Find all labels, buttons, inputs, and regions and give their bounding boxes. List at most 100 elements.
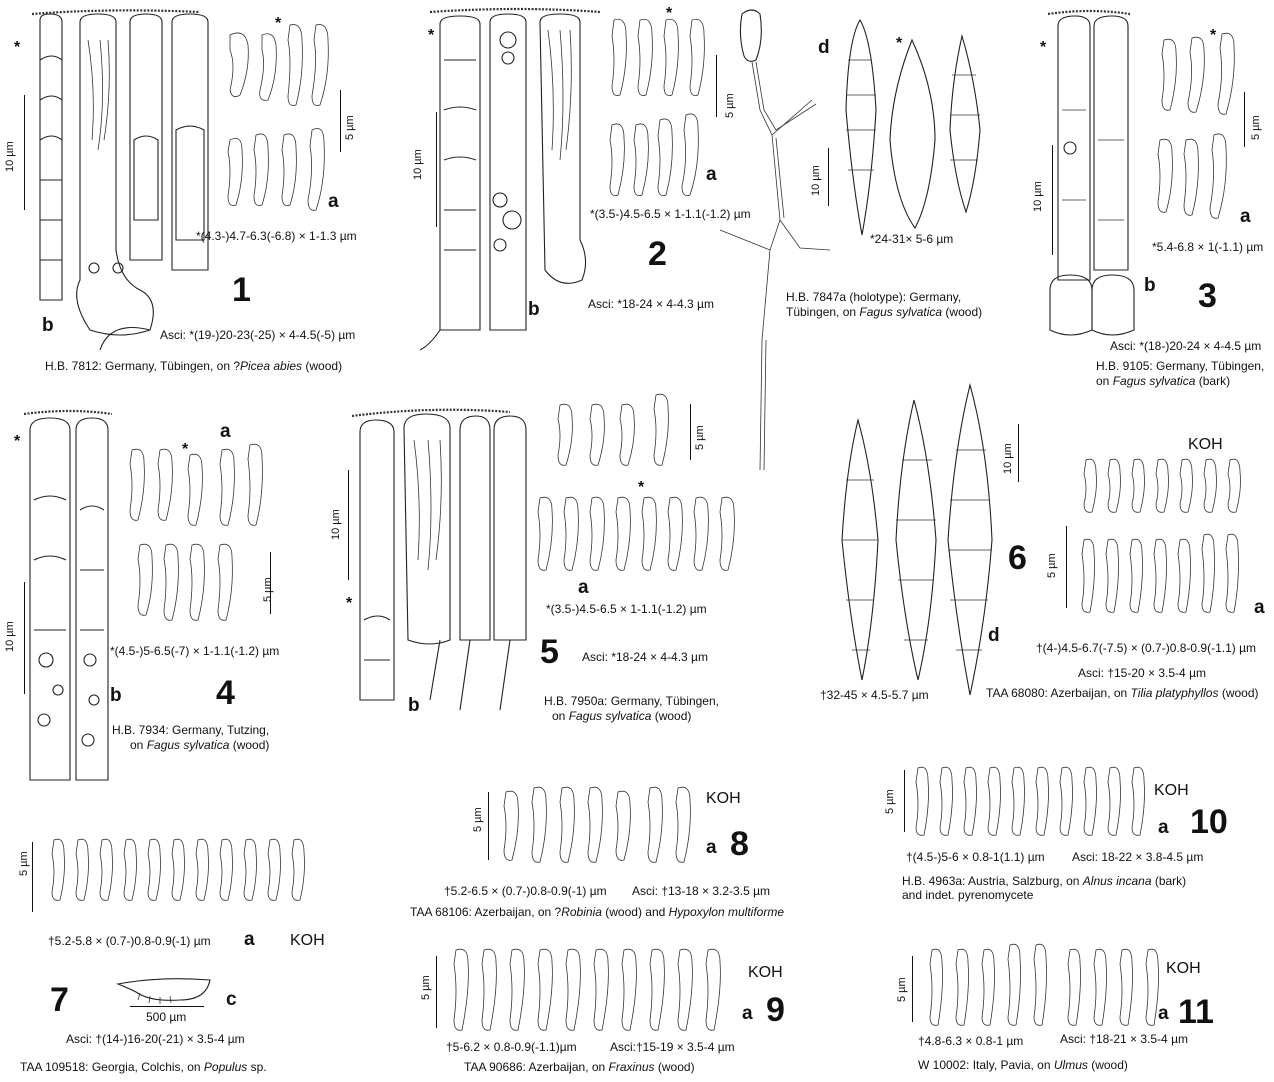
- fig5-specimen-line2: on Fagus sylvatica (wood): [552, 709, 692, 723]
- fig10-scale-bar-spores: [904, 770, 905, 832]
- fig2-specimen-line2: Tübingen, on Fagus sylvatica (wood): [786, 305, 983, 319]
- fig2-number: 2: [648, 235, 667, 273]
- fig2d-drawing: [719, 9, 981, 471]
- fig3-asci-drawing: [1047, 9, 1135, 336]
- fig8-specimen: TAA 68106: Azerbaijan, on ?Robinia (wood…: [410, 905, 784, 919]
- fig3-scale-bar-asci: [1052, 145, 1053, 255]
- fig4-scale-bar-spores: [270, 552, 271, 614]
- fig11-asci-dimensions: Asci: †18-21 × 3.5-4 µm: [1060, 1032, 1188, 1046]
- fig8-spores-drawing: [503, 786, 691, 863]
- fig2-specimen-line1: H.B. 7847a (holotype): Germany,: [786, 290, 962, 304]
- fig1-scale-label-spores: 5 µm: [344, 115, 356, 140]
- fig11-number: 11: [1178, 993, 1214, 1031]
- fig7c-scale-label: 500 µm: [146, 1010, 187, 1024]
- fig3-asterisk-spores: *: [1210, 27, 1217, 44]
- fig7-koh-label: KOH: [290, 932, 325, 949]
- fig1-asterisk-asci: *: [14, 39, 21, 56]
- fig8-number: 8: [730, 825, 749, 863]
- fig4-specimen-line1: H.B. 7934: Germany, Tutzing,: [112, 723, 270, 737]
- fig1-spore-dimensions: *(4.3-)4.7-6.3(-6.8) × 1-1.3 µm: [196, 229, 357, 243]
- fig9-number: 9: [766, 991, 785, 1029]
- fig11-spores-drawing: [929, 943, 1159, 1026]
- fig2d-asterisk: *: [896, 35, 903, 52]
- fig5-specimen-line1: H.B. 7950a: Germany, Tübingen,: [544, 694, 719, 708]
- fig8-scale-bar-spores: [488, 792, 489, 860]
- fig2-asterisk-asci: *: [428, 27, 435, 44]
- fig5-scale-label-asci: 10 µm: [330, 509, 342, 540]
- fig4-asci-drawing: [23, 409, 113, 781]
- fig1-label-a: a: [328, 191, 339, 212]
- fig7-scale-bar-spores: [32, 842, 33, 912]
- fig7c-section-drawing: [116, 978, 211, 1004]
- fig10-label-a: a: [1158, 817, 1169, 838]
- fig7-label-c: c: [226, 989, 237, 1010]
- fig1-scale-bar-spores: [340, 90, 341, 152]
- fig2d-scale-bar: [828, 148, 829, 206]
- fig7-number: 7: [50, 981, 69, 1019]
- fig6-scale-label-spores: 5 µm: [1046, 553, 1058, 578]
- fig10-asci-dimensions: Asci: 18-22 × 3.8-4.5 µm: [1072, 850, 1204, 864]
- fig6-label-d: d: [988, 625, 1000, 646]
- fig4-specimen-line2: on Fagus sylvatica (wood): [130, 738, 270, 752]
- fig2-label-d: d: [818, 37, 830, 58]
- fig6-koh-label: KOH: [1188, 436, 1223, 453]
- fig3-spores-drawing: [1157, 32, 1235, 219]
- fig2-scale-label-asci: 10 µm: [412, 149, 424, 180]
- fig11-label-a: a: [1158, 1003, 1169, 1024]
- fig1-asci-drawing: [31, 9, 209, 351]
- fig5-scale-label-spores: 5 µm: [694, 425, 706, 450]
- fig5-asci-dimensions: Asci: *18-24 × 4-4.3 µm: [582, 650, 708, 664]
- fig3-label-b: b: [1144, 275, 1156, 296]
- fig10-koh-label: KOH: [1154, 782, 1189, 799]
- fig6-asci-dimensions: Asci: †15-20 × 3.5-4 µm: [1078, 666, 1206, 680]
- fig2-asci-drawing: [419, 7, 601, 351]
- fig8-scale-label-spores: 5 µm: [472, 807, 484, 832]
- fig7-spore-dimensions: †5.2-5.8 × (0.7-)0.8-0.9(-1) µm: [48, 934, 211, 948]
- fig11-scale-bar-spores: [912, 956, 913, 1022]
- fig1-label-b: b: [42, 315, 54, 336]
- fig7-spores-drawing: [51, 838, 305, 901]
- fig6d-scale-bar: [1018, 424, 1019, 482]
- fig5-asci-drawing: [351, 408, 527, 711]
- fig5-asterisk-asci: *: [346, 595, 353, 612]
- fig2-scale-bar-spores: [716, 55, 717, 117]
- fig10-spore-dimensions: †(4.5-)5-6 × 0.8-1(1.1) µm: [906, 850, 1045, 864]
- fig6-specimen: TAA 68080: Azerbaijan, on Tilia platyphy…: [986, 686, 1259, 700]
- fig7-label-a: a: [244, 929, 255, 950]
- fig4-asterisk-spores: *: [182, 441, 189, 458]
- fig11-scale-label-spores: 5 µm: [896, 977, 908, 1002]
- fig7-asci-dimensions: Asci: †(14-)16-20(-21) × 3.5-4 µm: [66, 1032, 245, 1046]
- fig9-spore-dimensions: †5-6.2 × 0.8-0.9(-1.1)µm: [446, 1040, 577, 1054]
- fig2-spore-dimensions: *(3.5-)4.5-6.5 × 1-1.1(-1.2) µm: [590, 207, 751, 221]
- fig4-spores-drawing: [129, 443, 263, 621]
- fig3-label-a: a: [1240, 206, 1251, 227]
- fig2-scale-bar-asci: [436, 112, 437, 227]
- fig1-specimen: H.B. 7812: Germany, Tübingen, on ?Picea …: [45, 359, 343, 373]
- fig6-number: 6: [1008, 539, 1027, 577]
- fig6-spores-drawing: [1081, 458, 1241, 613]
- fig9-koh-label: KOH: [748, 964, 783, 981]
- fig5-number: 5: [540, 633, 559, 671]
- fig11-koh-label: KOH: [1166, 960, 1201, 977]
- fig10-specimen-line2: and indet. pyrenomycete: [902, 888, 1034, 902]
- fig11-specimen: W 10002: Italy, Pavia, on Ulmus (wood): [918, 1058, 1128, 1072]
- fig3-asterisk-asci: *: [1040, 39, 1047, 56]
- fig5-label-b: b: [408, 695, 420, 716]
- fig4-spore-dimensions: *(4.5-)5-6.5(-7) × 1-1.1(-1.2) µm: [110, 644, 280, 658]
- fig2-asterisk-spores: *: [666, 5, 673, 22]
- fig4-number: 4: [216, 674, 235, 712]
- fig2-label-a: a: [706, 164, 717, 185]
- fig11-spore-dimensions: †4.8-6.3 × 0.8-1 µm: [918, 1034, 1024, 1048]
- fig9-spores-drawing: [453, 948, 721, 1031]
- fig8-spore-dimensions: †5.2-6.5 × (0.7-)0.8-0.9(-1) µm: [444, 884, 607, 898]
- fig1-number: 1: [232, 271, 251, 309]
- fig2-scale-label-spores: 5 µm: [724, 93, 736, 118]
- fig2-asci-dimensions: Asci: *18-24 × 4-4.3 µm: [588, 297, 714, 311]
- fig3-scale-label-asci: 10 µm: [1032, 181, 1044, 212]
- fig5-label-a: a: [578, 577, 589, 598]
- fig6-spore-dimensions: †(4-)4.5-6.7(-7.5) × (0.7-)0.8-0.9(-1.1)…: [1036, 641, 1256, 655]
- fig1-scale-label-asci: 10 µm: [4, 141, 16, 172]
- fig9-asci-dimensions: Asci:†15-19 × 3.5-4 µm: [610, 1040, 735, 1054]
- fig3-scale-label-spores: 5 µm: [1250, 115, 1262, 140]
- fig6d-spore-dimensions: †32-45 × 4.5-5.7 µm: [820, 688, 929, 702]
